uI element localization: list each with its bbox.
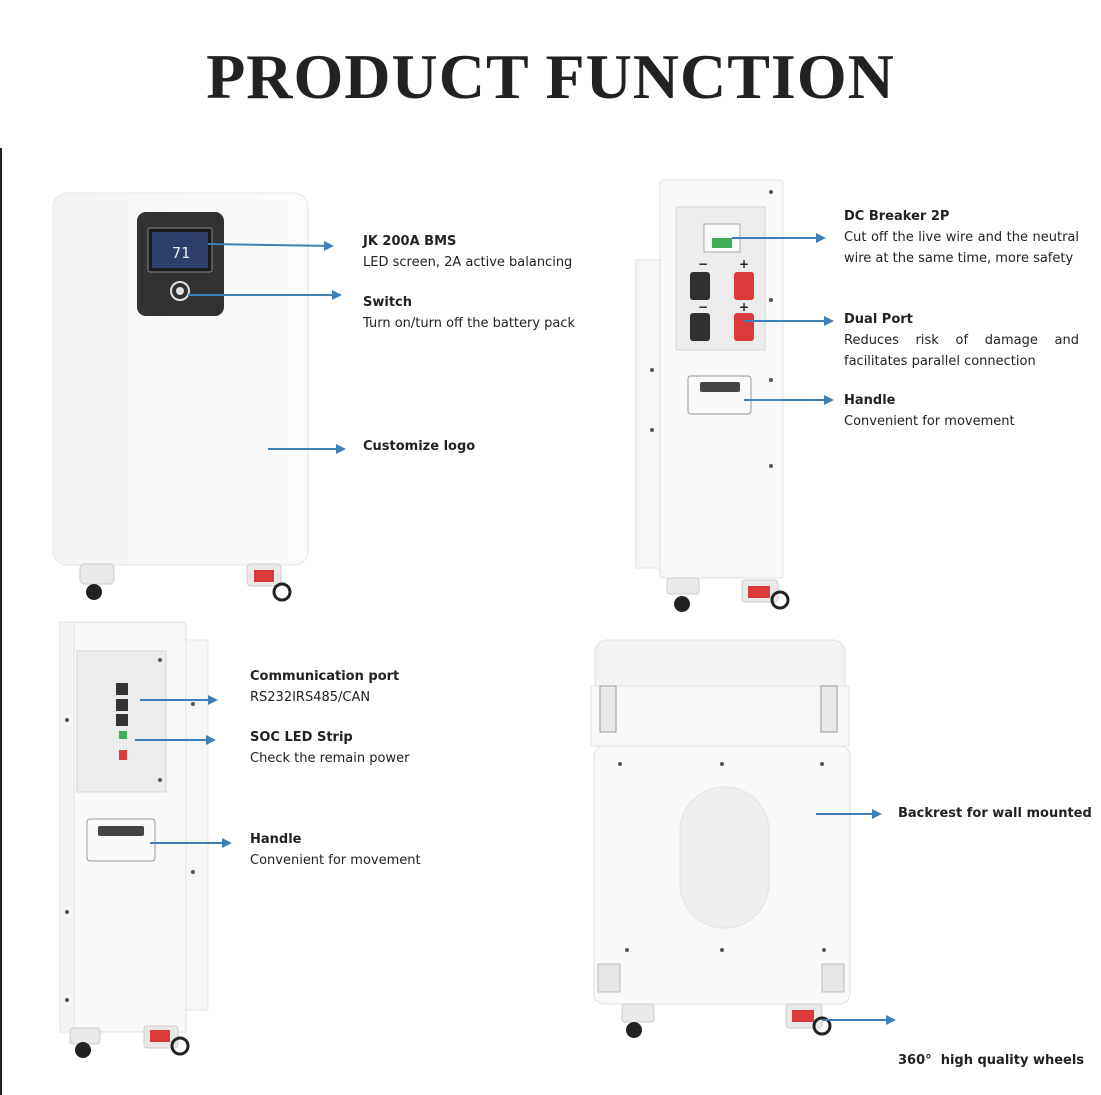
logo-title: Customize logo bbox=[363, 439, 476, 454]
svg-text:−: − bbox=[698, 300, 708, 314]
soc-label: SOC LED Strip Check the remain power bbox=[250, 727, 409, 769]
back-wheel-right bbox=[785, 1003, 832, 1036]
comm-label: Communication port RS232IRS485/CAN bbox=[250, 666, 399, 708]
bracket-right bbox=[820, 685, 838, 733]
handle-left-title: Handle bbox=[250, 832, 302, 847]
handle-right-label: Handle Convenient for movement bbox=[844, 390, 1015, 432]
svg-text:71: 71 bbox=[172, 244, 190, 262]
handle-right bbox=[687, 375, 752, 415]
terminal-positive-2 bbox=[734, 313, 754, 341]
side-right-wheel-right bbox=[741, 579, 790, 610]
breaker-label: DC Breaker 2P Cut off the live wire and … bbox=[844, 206, 1079, 269]
soc-desc: Check the remain power bbox=[250, 751, 410, 766]
wheels-title: 360° high quality wheels bbox=[898, 1053, 1085, 1068]
side-left-wheel-right bbox=[143, 1025, 190, 1056]
bms-desc: LED screen, 2A active balancing bbox=[363, 255, 573, 270]
left-divider bbox=[0, 148, 2, 1095]
logo-label: Customize logo bbox=[363, 436, 475, 457]
back-wheel-left bbox=[621, 1003, 655, 1038]
handle-left-desc: Convenient for movement bbox=[250, 853, 421, 868]
bms-arrow bbox=[207, 240, 334, 251]
front-battery-unit: 71 bbox=[52, 192, 346, 602]
handle-right-title: Handle bbox=[844, 393, 896, 408]
breaker-title: DC Breaker 2P bbox=[844, 209, 950, 224]
bracket-left bbox=[599, 685, 617, 733]
back-battery-unit bbox=[590, 639, 896, 1038]
switch-desc: Turn on/turn off the battery pack bbox=[363, 316, 576, 331]
handle-right-desc: Convenient for movement bbox=[844, 414, 1015, 429]
comm-port-3 bbox=[116, 714, 128, 726]
dual-port-label: Dual Port Reduces risk of damage and fac… bbox=[844, 309, 1079, 372]
bms-screen bbox=[152, 232, 208, 268]
front-wheel-right bbox=[246, 563, 292, 602]
terminal-negative-2 bbox=[690, 313, 710, 341]
side-left-wheel-left bbox=[69, 1027, 101, 1058]
soc-led bbox=[119, 731, 127, 739]
backrest-cutout bbox=[679, 786, 770, 929]
backrest-label: Backrest for wall mounted bbox=[898, 803, 1092, 824]
wheels-label: 360° high quality wheels bbox=[898, 1008, 1084, 1092]
side-battery-unit-left bbox=[59, 621, 232, 1058]
svg-text:+: + bbox=[739, 257, 749, 271]
comm-title: Communication port bbox=[250, 669, 400, 684]
soc-title: SOC LED Strip bbox=[250, 730, 353, 745]
power-switch-icon bbox=[170, 281, 190, 301]
handle-left bbox=[86, 818, 156, 862]
comm-desc: RS232IRS485/CAN bbox=[250, 690, 371, 705]
comm-port-2 bbox=[116, 699, 128, 711]
side-battery-unit-right: − + − + bbox=[635, 179, 834, 612]
comm-port-1 bbox=[116, 683, 128, 695]
svg-text:+: + bbox=[739, 300, 749, 314]
switch-title: Switch bbox=[363, 295, 413, 310]
dual-port-desc: Reduces risk of damage and facilitates p… bbox=[844, 333, 1079, 369]
bms-label: JK 200A BMS LED screen, 2A active balanc… bbox=[363, 231, 572, 273]
terminal-positive-1 bbox=[734, 272, 754, 300]
terminal-negative-1 bbox=[690, 272, 710, 300]
handle-left-label: Handle Convenient for movement bbox=[250, 829, 421, 871]
page-title: PRODUCT FUNCTION bbox=[206, 41, 895, 112]
front-wheel-left bbox=[79, 563, 115, 600]
svg-text:−: − bbox=[698, 257, 708, 271]
breaker-desc: Cut off the live wire and the neutral wi… bbox=[844, 230, 1079, 266]
bms-title: JK 200A BMS bbox=[363, 234, 457, 249]
side-right-wheel-left bbox=[666, 577, 700, 612]
switch-label: Switch Turn on/turn off the battery pack bbox=[363, 292, 575, 334]
backrest-title: Backrest for wall mounted bbox=[898, 806, 1092, 821]
dual-port-title: Dual Port bbox=[844, 312, 913, 327]
